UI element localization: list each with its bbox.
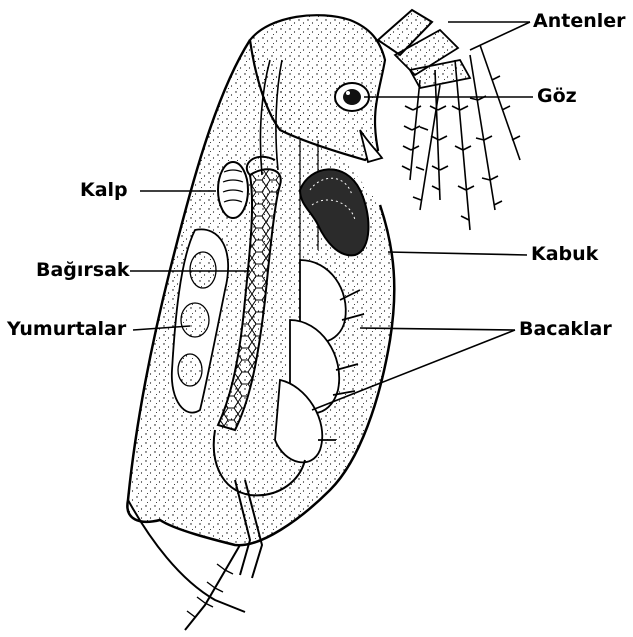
label-legs: Bacaklar bbox=[519, 320, 612, 339]
label-shell: Kabuk bbox=[531, 245, 598, 264]
heart bbox=[218, 162, 248, 218]
label-heart: Kalp bbox=[80, 181, 128, 200]
label-antennae: Antenler bbox=[533, 12, 626, 31]
label-intestine: Bağırsak bbox=[36, 261, 130, 280]
shell-leader bbox=[388, 252, 527, 255]
label-eye: Göz bbox=[537, 87, 577, 106]
label-eggs: Yumurtalar bbox=[7, 320, 126, 339]
eye bbox=[335, 83, 369, 111]
antennae-leader-2 bbox=[470, 22, 530, 50]
tail-spine bbox=[185, 545, 240, 630]
